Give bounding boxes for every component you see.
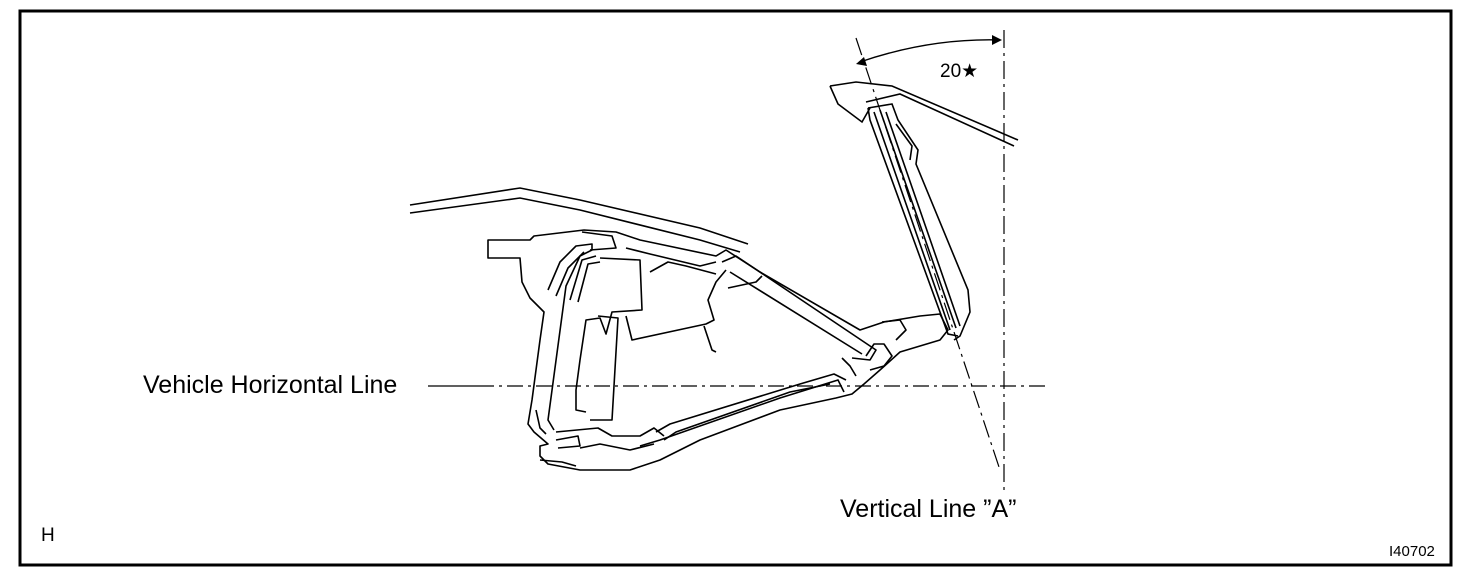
vertical-line-a-label: Vertical Line ”A” — [840, 495, 1017, 523]
vehicle-horizontal-line-label: Vehicle Horizontal Line — [143, 371, 398, 399]
section-code-label: H — [41, 525, 55, 546]
hood-panel — [409, 187, 749, 253]
angle-label: 20★ — [940, 61, 979, 82]
angle-arc-indicator — [856, 35, 1002, 66]
lamp-housing — [487, 229, 949, 471]
tilted-axis-line — [855, 37, 1001, 471]
upper-body-panel — [829, 81, 1019, 147]
tilted-bracket — [867, 103, 971, 341]
figure-id-label: I40702 — [1389, 543, 1435, 560]
lower-left-fragment — [535, 409, 547, 435]
figure-frame — [18, 9, 1453, 567]
